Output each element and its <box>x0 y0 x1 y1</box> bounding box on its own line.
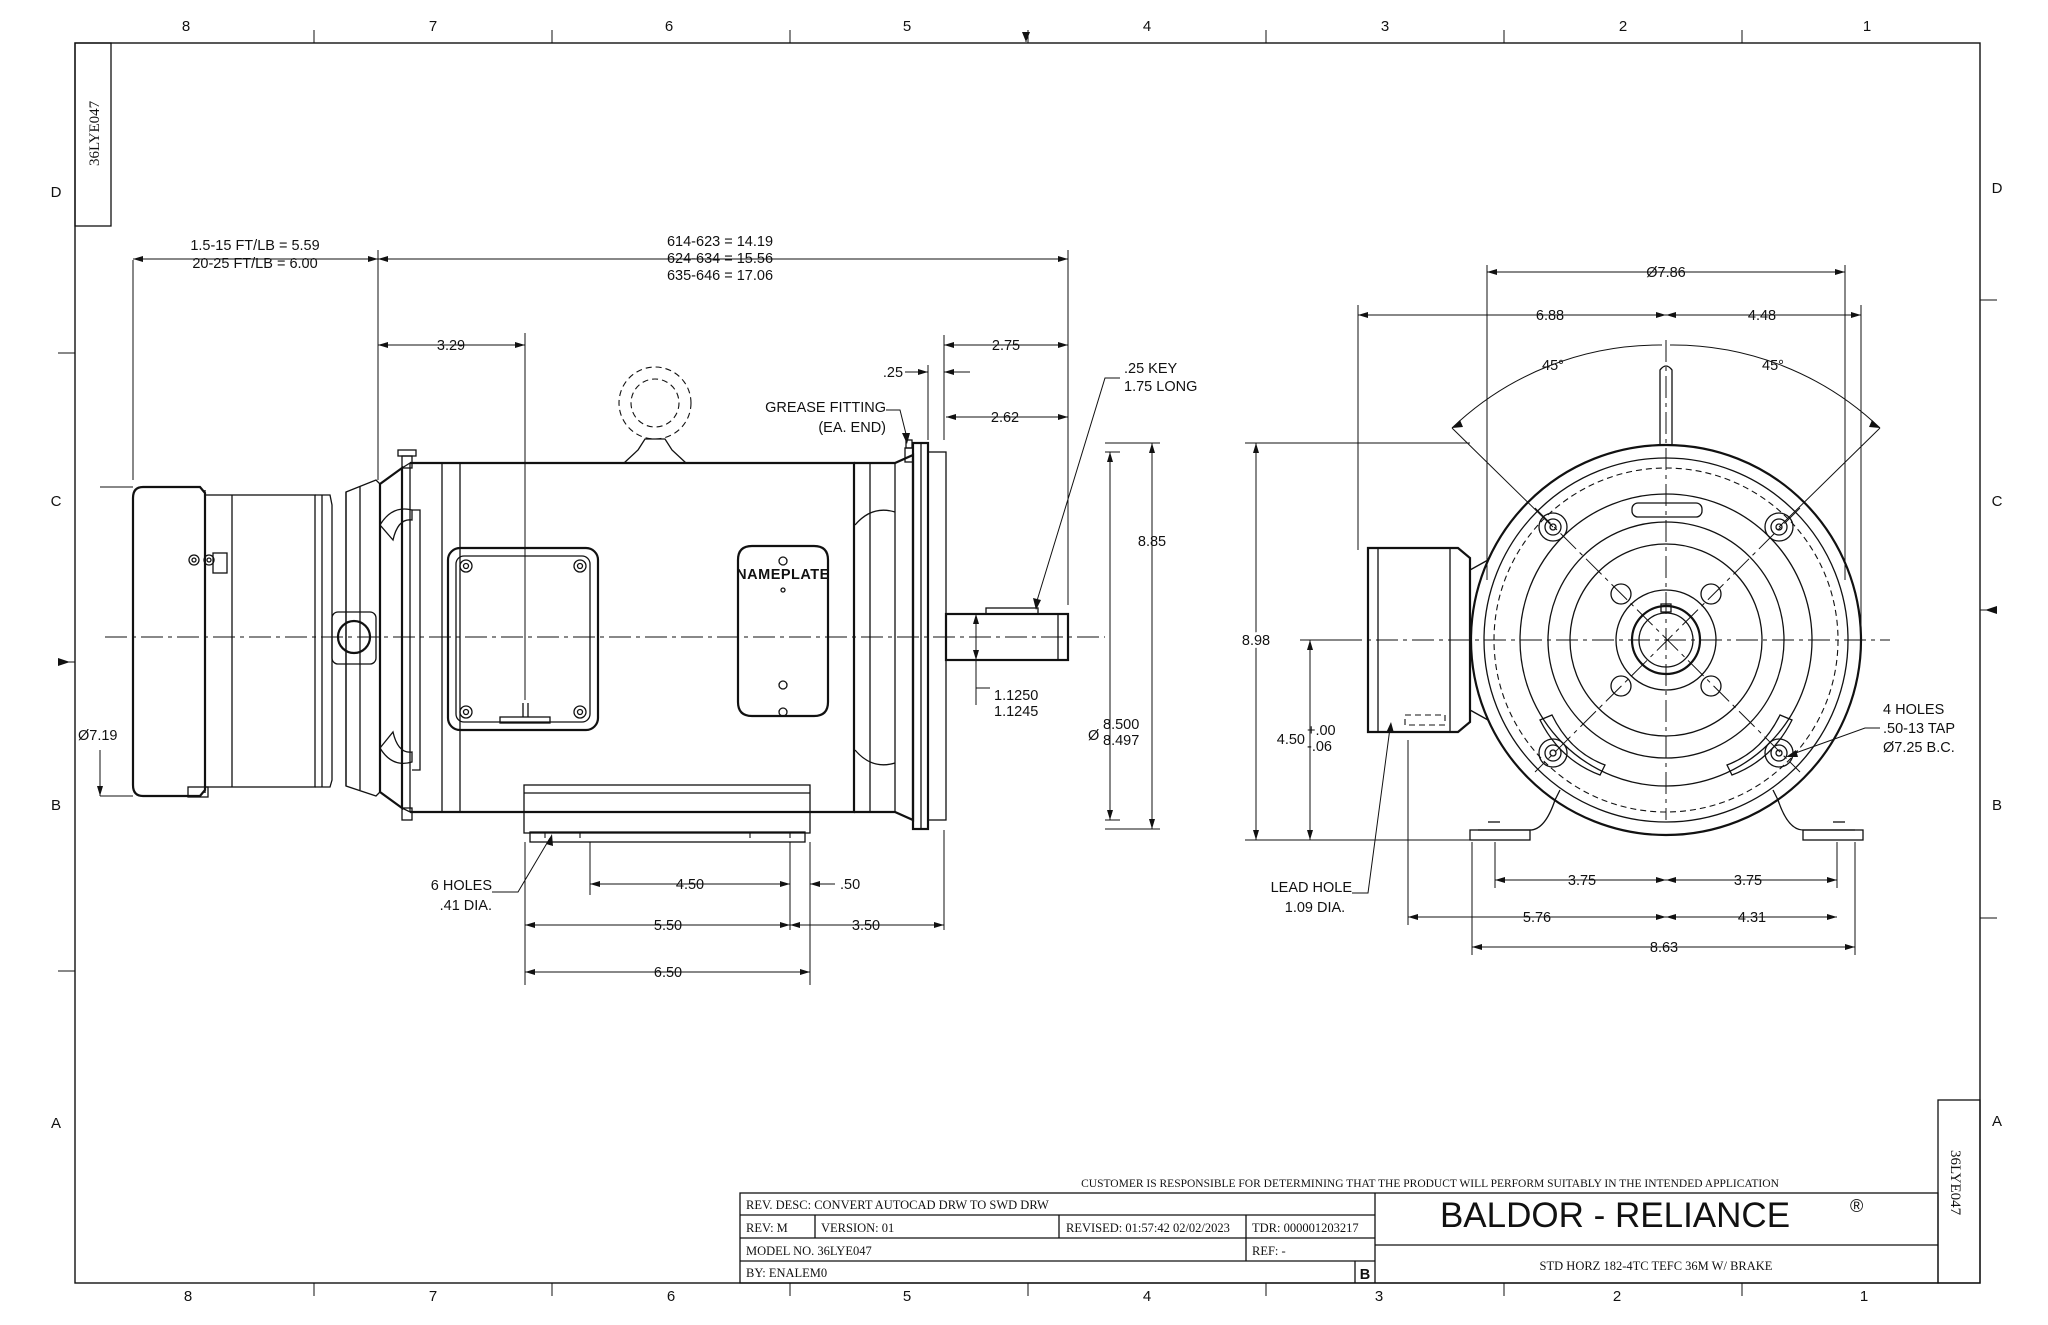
grid-col-2: 2 <box>1619 18 1627 35</box>
dim-7-86: Ø7.86 <box>1646 265 1686 281</box>
rev-desc: REV. DESC: CONVERT AUTOCAD DRW TO SWD DR… <box>746 1198 1049 1212</box>
grid-row-d: D <box>51 184 62 201</box>
title-notice: CUSTOMER IS RESPONSIBLE FOR DETERMINING … <box>1081 1178 1779 1190</box>
dim-0-50: .50 <box>840 877 860 893</box>
dim-3-75-left: 3.75 <box>1568 873 1596 889</box>
center-arrow-top <box>1022 32 1030 42</box>
key-label-a: .25 KEY <box>1124 361 1178 377</box>
holes6-label-b: .41 DIA. <box>440 898 492 914</box>
dim-body-length-c: 635-646 = 17.06 <box>667 268 773 284</box>
grid-col-2-bottom: 2 <box>1613 1288 1621 1305</box>
ref: REF: - <box>1252 1244 1286 1258</box>
company-name: BALDOR - RELIANCE <box>1440 1196 1790 1235</box>
end-view <box>1340 340 1890 841</box>
dim-3-29: 3.29 <box>437 338 465 354</box>
center-arrow-left <box>58 658 70 666</box>
grid-col-4-bottom: 4 <box>1143 1288 1151 1305</box>
grid-col-3: 3 <box>1381 18 1389 35</box>
dim-0-25: .25 <box>883 365 903 381</box>
grid-row-a: A <box>51 1115 61 1132</box>
drawing-border <box>74 42 1981 1284</box>
lead-hole-b: 1.09 DIA. <box>1285 900 1345 916</box>
dim-brake-length-a: 1.5-15 FT/LB = 5.59 <box>190 238 319 254</box>
grease-label-b: (EA. END) <box>818 420 886 436</box>
grease-label-a: GREASE FITTING <box>765 400 886 416</box>
grid-col-5: 5 <box>903 18 911 35</box>
holes4-c: Ø7.25 B.C. <box>1883 740 1955 756</box>
key-label-b: 1.75 LONG <box>1124 379 1197 395</box>
grid-col-1-bottom: 1 <box>1860 1288 1868 1305</box>
grid-row-c: C <box>51 493 62 510</box>
dim-6-50: 6.50 <box>654 965 682 981</box>
dim-5-76: 5.76 <box>1523 910 1551 926</box>
dim-8-98: 8.98 <box>1242 633 1270 649</box>
dim-3-75-right: 3.75 <box>1734 873 1762 889</box>
model-no: MODEL NO. 36LYE047 <box>746 1244 872 1258</box>
dim-pilot-b: 8.497 <box>1103 733 1139 749</box>
dim-4-50-height: 4.50 <box>1277 732 1305 748</box>
grid-row-a-right: A <box>1992 1113 2002 1130</box>
grid-col-1: 1 <box>1863 18 1871 35</box>
dim-pilot-dia-symbol: Ø <box>1088 728 1099 744</box>
dwg-number-top: 36LYE047 <box>87 100 103 166</box>
center-arrow-right <box>1985 606 1997 614</box>
tdr: TDR: 000001203217 <box>1252 1221 1359 1235</box>
dim-5-50: 5.50 <box>654 918 682 934</box>
registered-mark: ® <box>1850 1196 1863 1216</box>
revised: REVISED: 01:57:42 02/02/2023 <box>1066 1221 1230 1235</box>
border-ticks <box>58 30 1997 1296</box>
dwg-number-bottom: 36LYE047 <box>1947 1150 1963 1216</box>
grid-col-4: 4 <box>1143 18 1151 35</box>
end-view-dimensions: Ø7.86 6.88 4.48 45° 45° 8.98 4.50 <box>1239 265 1955 956</box>
dwg-number-box-bottom <box>1937 1099 1981 1284</box>
lead-hole-a: LEAD HOLE <box>1271 880 1353 896</box>
grid-col-8: 8 <box>182 18 190 35</box>
dim-3-50: 3.50 <box>852 918 880 934</box>
dim-body-length-a: 614-623 = 14.19 <box>667 234 773 250</box>
dim-brake-length-b: 20-25 FT/LB = 6.00 <box>192 256 317 272</box>
drawn-by: BY: ENALEM0 <box>746 1266 827 1280</box>
tol-minus: -.06 <box>1307 739 1332 755</box>
sheet-size: B <box>1360 1267 1370 1283</box>
grid-row-c-right: C <box>1992 493 2003 510</box>
dim-8-85: 8.85 <box>1138 534 1166 550</box>
dim-8-63: 8.63 <box>1650 940 1678 956</box>
angle-right: 45° <box>1762 358 1784 374</box>
dim-body-length-b: 624-634 = 15.56 <box>667 251 773 267</box>
grid-row-b-right: B <box>1992 797 2002 814</box>
angle-left: 45° <box>1542 358 1564 374</box>
drawing-description: STD HORZ 182-4TC TEFC 36M W/ BRAKE <box>1540 1259 1773 1273</box>
dim-4-31: 4.31 <box>1738 910 1766 926</box>
holes4-b: .50-13 TAP <box>1883 721 1955 737</box>
grid-col-6-bottom: 6 <box>667 1288 675 1305</box>
holes4-a: 4 HOLES <box>1883 702 1944 718</box>
title-block: CUSTOMER IS RESPONSIBLE FOR DETERMINING … <box>739 1178 1939 1284</box>
grid-col-8-bottom: 8 <box>184 1288 192 1305</box>
dim-brake-dia: Ø7.19 <box>78 728 118 744</box>
grid-row-d-right: D <box>1992 180 2003 197</box>
rev: REV: M <box>746 1221 788 1235</box>
grid-col-5-bottom: 5 <box>903 1288 911 1305</box>
grid-col-7-bottom: 7 <box>429 1288 437 1305</box>
dim-shaft-a: 1.1250 <box>994 688 1038 704</box>
dim-shaft-b: 1.1245 <box>994 704 1038 720</box>
tol-plus: +.00 <box>1307 723 1336 739</box>
side-view: NAMEPLATE <box>105 366 1105 843</box>
grid-col-6: 6 <box>665 18 673 35</box>
holes6-label-a: 6 HOLES <box>431 878 492 894</box>
dim-pilot-a: 8.500 <box>1103 717 1139 733</box>
nameplate-label: NAMEPLATE <box>736 567 830 583</box>
dwg-number-box-top <box>74 42 112 227</box>
dim-6-88: 6.88 <box>1536 308 1564 324</box>
dim-2-75: 2.75 <box>992 338 1020 354</box>
dim-4-50: 4.50 <box>676 877 704 893</box>
grid-col-3-bottom: 3 <box>1375 1288 1383 1305</box>
grid-col-7: 7 <box>429 18 437 35</box>
grid-row-b: B <box>51 797 61 814</box>
side-view-dimensions: 1.5-15 FT/LB = 5.59 20-25 FT/LB = 6.00 6… <box>78 234 1197 985</box>
version: VERSION: 01 <box>821 1221 894 1235</box>
dim-2-62: 2.62 <box>991 410 1019 426</box>
dim-4-48: 4.48 <box>1748 308 1776 324</box>
